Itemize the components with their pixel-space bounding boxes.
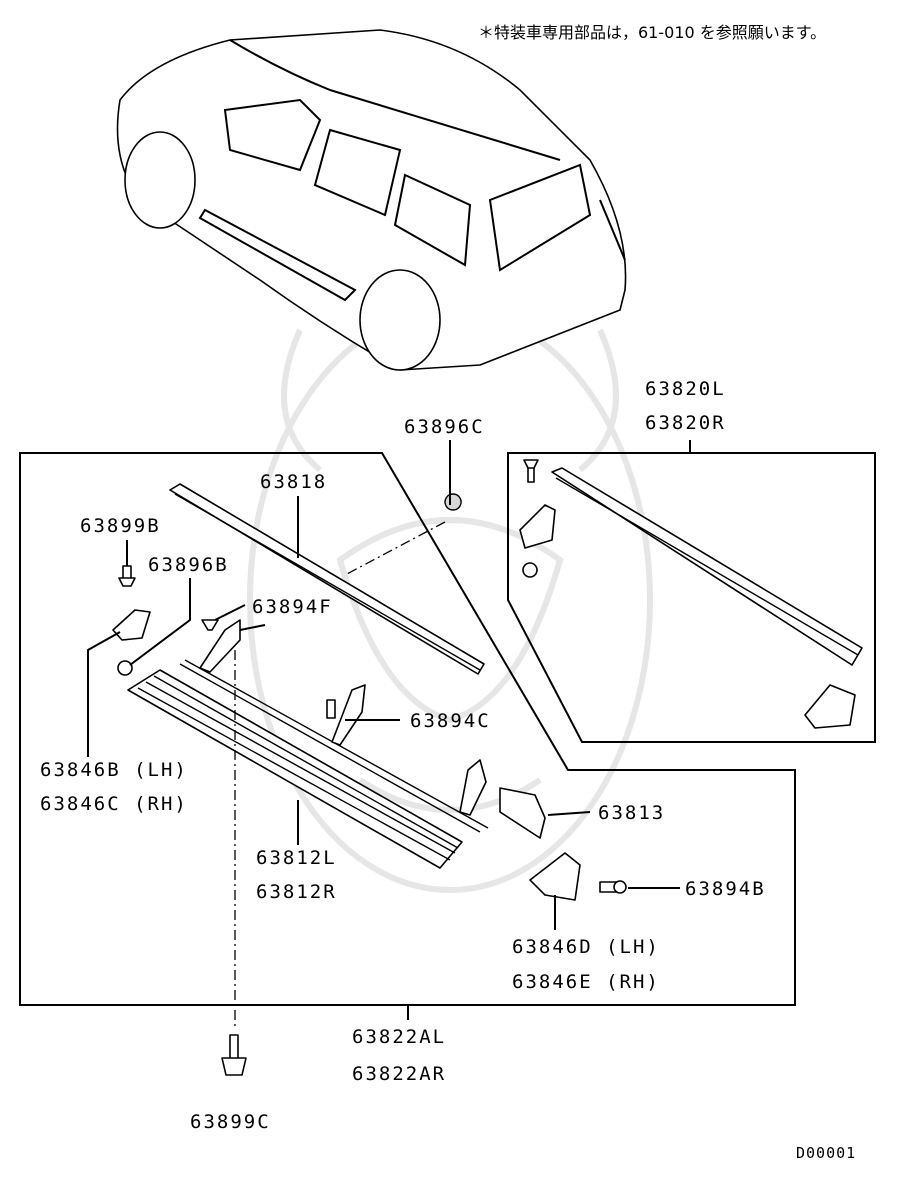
label-63846D: 63846D (LH) bbox=[512, 936, 660, 958]
vehicle-illustration bbox=[116, 29, 627, 371]
label-63896C: 63896C bbox=[404, 416, 485, 438]
label-63822AR: 63822AR bbox=[352, 1063, 446, 1085]
label-63812R: 63812R bbox=[256, 881, 337, 903]
label-63846C: 63846C (RH) bbox=[40, 793, 188, 815]
diagram-code: D00001 bbox=[796, 1144, 856, 1162]
moulding-assembly-frame bbox=[507, 452, 876, 743]
label-63818: 63818 bbox=[260, 471, 327, 493]
label-63846B: 63846B (LH) bbox=[40, 759, 188, 781]
main-assembly-frame bbox=[19, 452, 796, 1006]
label-63899B: 63899B bbox=[80, 515, 161, 537]
label-63820R: 63820R bbox=[645, 412, 726, 434]
label-63896B: 63896B bbox=[148, 554, 229, 576]
label-63894B: 63894B bbox=[685, 878, 766, 900]
label-63812L: 63812L bbox=[256, 847, 337, 869]
label-63822AL: 63822AL bbox=[352, 1026, 446, 1048]
header-note: ＊特装車専用部品は，61-010 を参照願います。 bbox=[478, 23, 826, 42]
label-63894F: 63894F bbox=[252, 596, 333, 618]
part-labels: 63896C 63818 63899B 63896B 63894F 63894C… bbox=[40, 378, 766, 1133]
fasteners bbox=[112, 459, 856, 1076]
label-63846E: 63846E (RH) bbox=[512, 971, 660, 993]
label-63899C: 63899C bbox=[190, 1111, 271, 1133]
label-63894C: 63894C bbox=[410, 710, 491, 732]
label-63813: 63813 bbox=[598, 802, 665, 824]
leader-lines bbox=[87, 440, 691, 1030]
label-63820L: 63820L bbox=[645, 378, 726, 400]
